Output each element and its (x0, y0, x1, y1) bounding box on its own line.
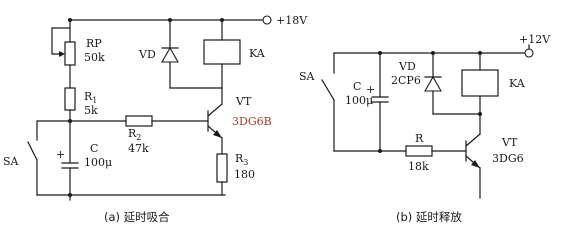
b-vt-label: VT (501, 136, 518, 149)
circuit-a: +18V RP 50k R1 5k R2 47k SA + C 10 (3, 14, 308, 224)
a-vt-emitter-arrow (213, 130, 222, 138)
a-r3-value: 180 (234, 168, 255, 181)
a-r2-resistor (125, 115, 153, 127)
a-supply-terminal (262, 15, 272, 25)
schematic-figure: +18V RP 50k R1 5k R2 47k SA + C 10 (3, 14, 551, 224)
b-vd-top-junction (431, 51, 435, 55)
b-r-label: R (415, 132, 424, 145)
a-rp-label: RP (86, 37, 102, 50)
a-ka-coil (203, 39, 241, 65)
a-vd-triangle (161, 46, 179, 63)
a-c-label: C (90, 142, 98, 155)
b-c-value: 100μ (345, 94, 373, 107)
a-sa-label: SA (3, 155, 20, 168)
a-ka-top-junction (220, 18, 224, 22)
a-r1-value: 5k (84, 104, 98, 117)
b-vt-model: 3DG6 (492, 152, 524, 165)
a-vd-top-junction (168, 18, 172, 22)
a-top-junction (68, 18, 72, 22)
b-r-value: 18k (408, 160, 429, 173)
b-vt-collector (465, 133, 481, 147)
a-ka-label: KA (249, 47, 266, 60)
b-vd-label: VD (398, 60, 416, 73)
a-vt-collector (207, 103, 223, 117)
a-caption: (a) 延时吸合 (104, 210, 170, 224)
b-vt-emitter-arrow (471, 160, 480, 168)
a-bottom-junction (68, 193, 72, 197)
b-r-junction (378, 149, 382, 153)
a-vt-label: VT (235, 95, 252, 108)
a-r3-resistor (216, 153, 228, 183)
a-vt-model: 3DG6B (232, 115, 272, 128)
a-r2-label: R2 (128, 127, 141, 142)
b-supply-terminal (524, 48, 534, 58)
b-sa-label: SA (299, 70, 316, 83)
schematic-svg: +18V RP 50k R1 5k R2 47k SA + C 10 (3, 14, 551, 224)
a-vd-label: VD (138, 48, 156, 61)
b-caption: (b) 延时释放 (396, 210, 462, 224)
b-ka-label: KA (509, 77, 526, 90)
a-r1-label: R1 (84, 90, 97, 105)
b-c-label: C (353, 80, 361, 93)
a-r2-value: 47k (128, 142, 149, 155)
b-c-top-junction (378, 51, 382, 55)
a-c-plus: + (56, 148, 65, 161)
b-supply-label: +12V (519, 33, 551, 46)
circuit-b: +12V SA + C 100μ R 18k VT 3DG6 (299, 33, 551, 224)
b-vd-model: 2CP6 (391, 74, 421, 87)
b-sa-blade (321, 79, 335, 101)
b-ka-coil (461, 69, 499, 97)
a-supply-label: +18V (276, 14, 308, 27)
b-c-plus: + (366, 83, 375, 96)
a-rp-value: 50k (84, 51, 105, 64)
a-r3-label: R3 (235, 152, 248, 167)
b-vd-triangle (424, 75, 442, 92)
a-c-value: 100μ (84, 156, 112, 169)
b-r-resistor (405, 145, 433, 157)
a-sa-top-wire (36, 120, 71, 141)
b-ka-top-junction (478, 51, 482, 55)
a-rp-resistor (64, 41, 76, 66)
a-rp-wiper-arrow (59, 51, 65, 57)
a-sa-blade (27, 141, 38, 161)
a-rp-wiper-wire (51, 27, 71, 55)
a-r1-resistor (64, 87, 76, 111)
